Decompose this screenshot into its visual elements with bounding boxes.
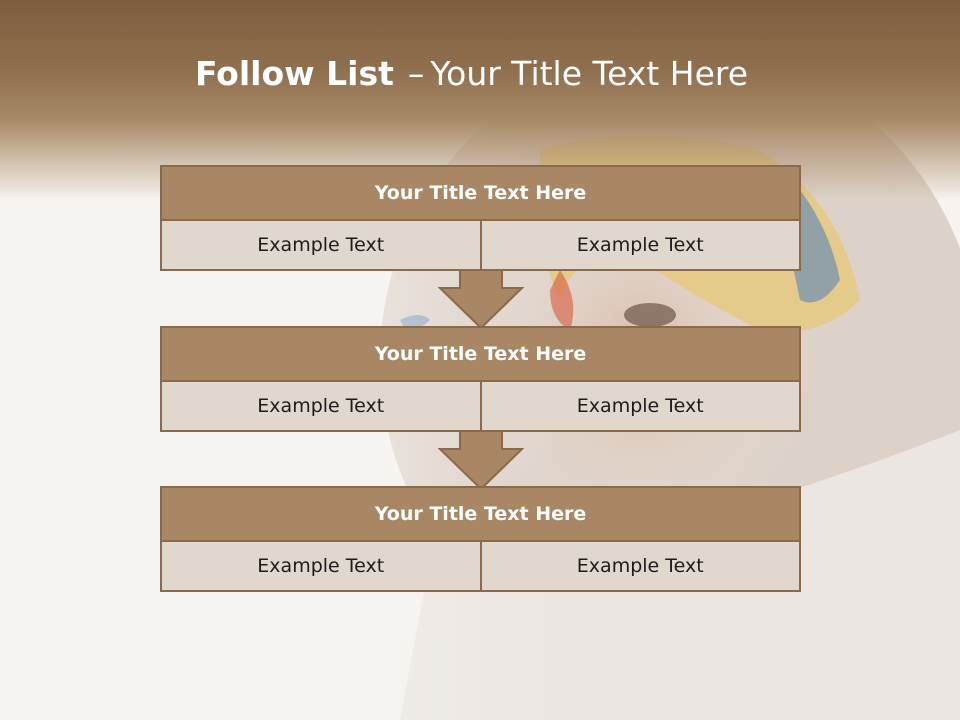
step-block-2: Your Title Text Here Example Text Exampl… xyxy=(160,326,801,432)
step-block-3: Your Title Text Here Example Text Exampl… xyxy=(160,486,801,592)
title-rest: Your Title Text Here xyxy=(430,54,749,93)
step-cell-right-2: Example Text xyxy=(479,382,799,430)
step-cell-left-3: Example Text xyxy=(162,542,480,590)
step-cell-right-3: Example Text xyxy=(479,542,799,590)
step-row-1: Example Text Example Text xyxy=(160,221,801,271)
step-row-2: Example Text Example Text xyxy=(160,382,801,432)
down-arrow-icon xyxy=(438,270,524,330)
step-title-1: Your Title Text Here xyxy=(160,165,801,221)
step-cell-right-1: Example Text xyxy=(479,221,799,269)
step-cell-left-2: Example Text xyxy=(162,382,480,430)
down-arrow-icon xyxy=(438,431,524,491)
step-cell-left-1: Example Text xyxy=(162,221,480,269)
step-title-2: Your Title Text Here xyxy=(160,326,801,382)
title-bold: Follow List xyxy=(194,54,394,93)
title-dash: – xyxy=(407,54,425,93)
step-block-1: Your Title Text Here Example Text Exampl… xyxy=(160,165,801,271)
step-row-3: Example Text Example Text xyxy=(160,542,801,592)
page-title: Follow List–Your Title Text Here xyxy=(0,54,943,93)
step-title-3: Your Title Text Here xyxy=(160,486,801,542)
